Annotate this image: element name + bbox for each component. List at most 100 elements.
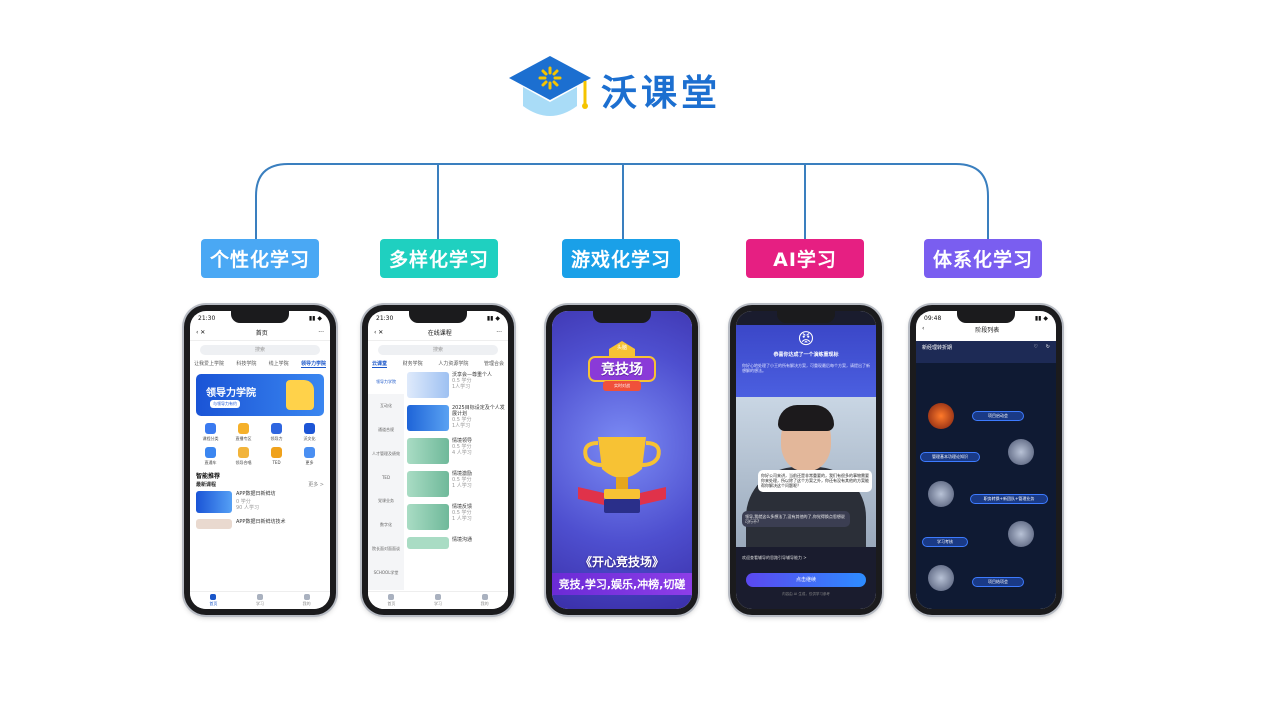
stage-pill[interactable]: 管理基本功理论知识 [920, 452, 980, 462]
program-title: 新经理转折期 [922, 345, 953, 351]
back-icon[interactable]: ‹ ✕ [374, 329, 384, 336]
tab-item[interactable]: 管理合会 [483, 361, 504, 367]
bottom-nav: 首页 学习 我的 [368, 591, 508, 609]
more-icon[interactable]: ··· [496, 329, 502, 336]
signal-icon: ▮▮ ◆ [486, 314, 500, 322]
course-title: APP数据日新鲜坊技术 [236, 519, 286, 525]
category-gamified: 游戏化学习 [562, 239, 680, 278]
heart-icon[interactable]: ♡ [1033, 344, 1038, 350]
grid-item[interactable]: 课程分类 [194, 423, 227, 442]
search-input[interactable]: 搜索 [378, 345, 498, 355]
tab-item[interactable]: 科技学院 [236, 361, 257, 367]
stage-node[interactable] [928, 565, 954, 591]
badge-main: 竞技场 [601, 362, 643, 378]
sidebar-item[interactable]: 人才管理及绩效 [372, 451, 400, 456]
nav-home[interactable]: 首页 [209, 594, 217, 607]
section-header: 最新课程 更多 > [190, 482, 330, 488]
arena-screen[interactable]: 头脑 竞技场 实时对战 《开心竞技场》 竞技,学习,娱乐,冲榜,切磋 [552, 311, 692, 609]
tip-link[interactable]: 欢迎查看辅导的思路引导辅导能力 > [742, 555, 807, 560]
section-title: 智能推荐 [196, 473, 221, 480]
tab-item-active[interactable]: 云课堂 [372, 361, 388, 368]
course-meta: 90 人学习 [236, 505, 259, 511]
feature-grid: 课程分类 直播专区 领导力 沃文化 直通车 领导合唱 TED 更多 [190, 420, 330, 469]
phone-systematic: 09:48▮▮ ◆ ‹ 阶段列表 新经理转折期 ♡ ↻ 项目启动会 管理基本功理… [910, 305, 1062, 615]
phone-screen: 21:30▮▮ ◆ ‹ ✕ 在线课程 ··· 搜索 云课堂 财务学院 人力资源学… [368, 311, 508, 609]
sidebar-item[interactable]: SCHOOL学堂 [373, 570, 399, 575]
nav-home[interactable]: 首页 [387, 594, 395, 607]
sidebar-item[interactable]: 党课业务 [378, 498, 394, 503]
brand-name: 沃课堂 [601, 73, 722, 114]
sidebar-item[interactable]: 数字化 [380, 522, 392, 527]
stage-node[interactable] [1008, 439, 1034, 465]
stage-pill[interactable]: 项目启动会 [972, 411, 1024, 421]
arena-badge-icon [588, 341, 656, 391]
back-icon[interactable]: ‹ [922, 325, 925, 332]
stage-node[interactable] [928, 481, 954, 507]
nav-mine[interactable]: 我的 [481, 594, 489, 607]
banner-subtitle: 与领导力有约 [210, 400, 240, 408]
book-icon [286, 380, 314, 410]
course-meta: 0 学分 [236, 499, 251, 505]
page-title: 首页 [255, 330, 268, 337]
phone-screen: 21:30▮▮ ◆ ‹ ✕ 首页 ··· 搜索 让我爱上学院 科技学院 线上学院… [190, 311, 330, 609]
stage-node[interactable] [928, 403, 954, 429]
more-icon[interactable]: ··· [318, 329, 324, 336]
grid-item[interactable]: 领导力 [260, 423, 293, 442]
sidebar-item[interactable]: 院长面对面面谈 [372, 546, 400, 551]
category-sidebar: 领导力学院 互动化 通道合规 人才管理及绩效 TED 党课业务 数字化 院长面对… [368, 370, 404, 590]
section-subtitle: 最新课程 [196, 482, 217, 488]
back-icon[interactable]: ‹ ✕ [196, 329, 206, 336]
tab-item[interactable]: 线上学院 [268, 361, 289, 367]
sidebar-item[interactable]: 通道合规 [378, 427, 394, 432]
tab-item[interactable]: 人力资源学院 [438, 361, 469, 367]
grid-item[interactable]: 更多 [293, 447, 326, 466]
nav-mine[interactable]: 我的 [303, 594, 311, 607]
nav-study[interactable]: 学习 [256, 594, 264, 607]
grid-item[interactable]: 沃文化 [293, 423, 326, 442]
stage-pill[interactable]: 项目结项会 [972, 577, 1024, 587]
grid-item[interactable]: 领导合唱 [227, 447, 260, 466]
game-tagline: 竞技,学习,娱乐,冲榜,切磋 [552, 573, 692, 595]
search-input[interactable]: 搜索 [200, 345, 320, 355]
grid-item[interactable]: 直播专区 [227, 423, 260, 442]
more-link[interactable]: 更多 > [308, 482, 324, 488]
stage-node[interactable] [1008, 521, 1034, 547]
phone-screen: 😡 恭喜你达成了一个演练重现标 你好心地处理了小王的所有解决方案，可重现最后每个… [736, 311, 876, 609]
brand: 沃课堂 [507, 54, 721, 126]
connector-lines [255, 163, 989, 239]
category-ai: AI学习 [746, 239, 864, 278]
sidebar-item[interactable]: 互动化 [380, 403, 392, 408]
tab-item-active[interactable]: 领导力学院 [300, 361, 326, 368]
result-title: 恭喜你达成了一个演练重现标 [773, 352, 839, 358]
grid-item[interactable]: 直通车 [194, 447, 227, 466]
user-bubble: 领导,我就这么多想法了,没有其他的了,你觉得换点思想说可行不? [742, 511, 850, 528]
nav-study[interactable]: 学习 [434, 594, 442, 607]
banner[interactable]: 领导力学院 与领导力有约 [196, 374, 324, 416]
signal-icon: ▮▮ ◆ [1034, 314, 1048, 322]
list-item[interactable]: 情境沟通 [407, 537, 505, 549]
result-header [736, 325, 876, 397]
sidebar-item[interactable]: 领导力学院 [368, 370, 404, 394]
category-personalized: 个性化学习 [201, 239, 319, 278]
stage-pill[interactable]: 学习考核 [922, 537, 968, 547]
continue-button[interactable]: 点击继续 [746, 573, 866, 587]
banner-title: 领导力学院 [206, 388, 256, 399]
sidebar-item[interactable]: TED [381, 475, 391, 480]
ai-bubble: 你好公司来讲，当前还是非常重要的，我们有很多的事物需要你来处理，所以除了这个方案… [758, 470, 872, 492]
refresh-icon[interactable]: ↻ [1045, 344, 1050, 350]
stage-pill[interactable]: 职务转换+新团队+管理业务 [970, 494, 1048, 504]
grid-item[interactable]: TED [260, 447, 293, 466]
stage-map-screen: 09:48▮▮ ◆ ‹ 阶段列表 新经理转折期 ♡ ↻ 项目启动会 管理基本功理… [916, 311, 1056, 609]
tab-item[interactable]: 财务学院 [402, 361, 423, 367]
tab-bar: 让我爱上学院 科技学院 线上学院 领导力学院 [190, 358, 330, 370]
list-item[interactable]: APP数据日新鲜坊技术 [190, 516, 330, 532]
list-item[interactable]: APP数据日新鲜坊 0 学分 90 人学习 [190, 488, 330, 516]
tab-item[interactable]: 让我爱上学院 [194, 361, 225, 367]
